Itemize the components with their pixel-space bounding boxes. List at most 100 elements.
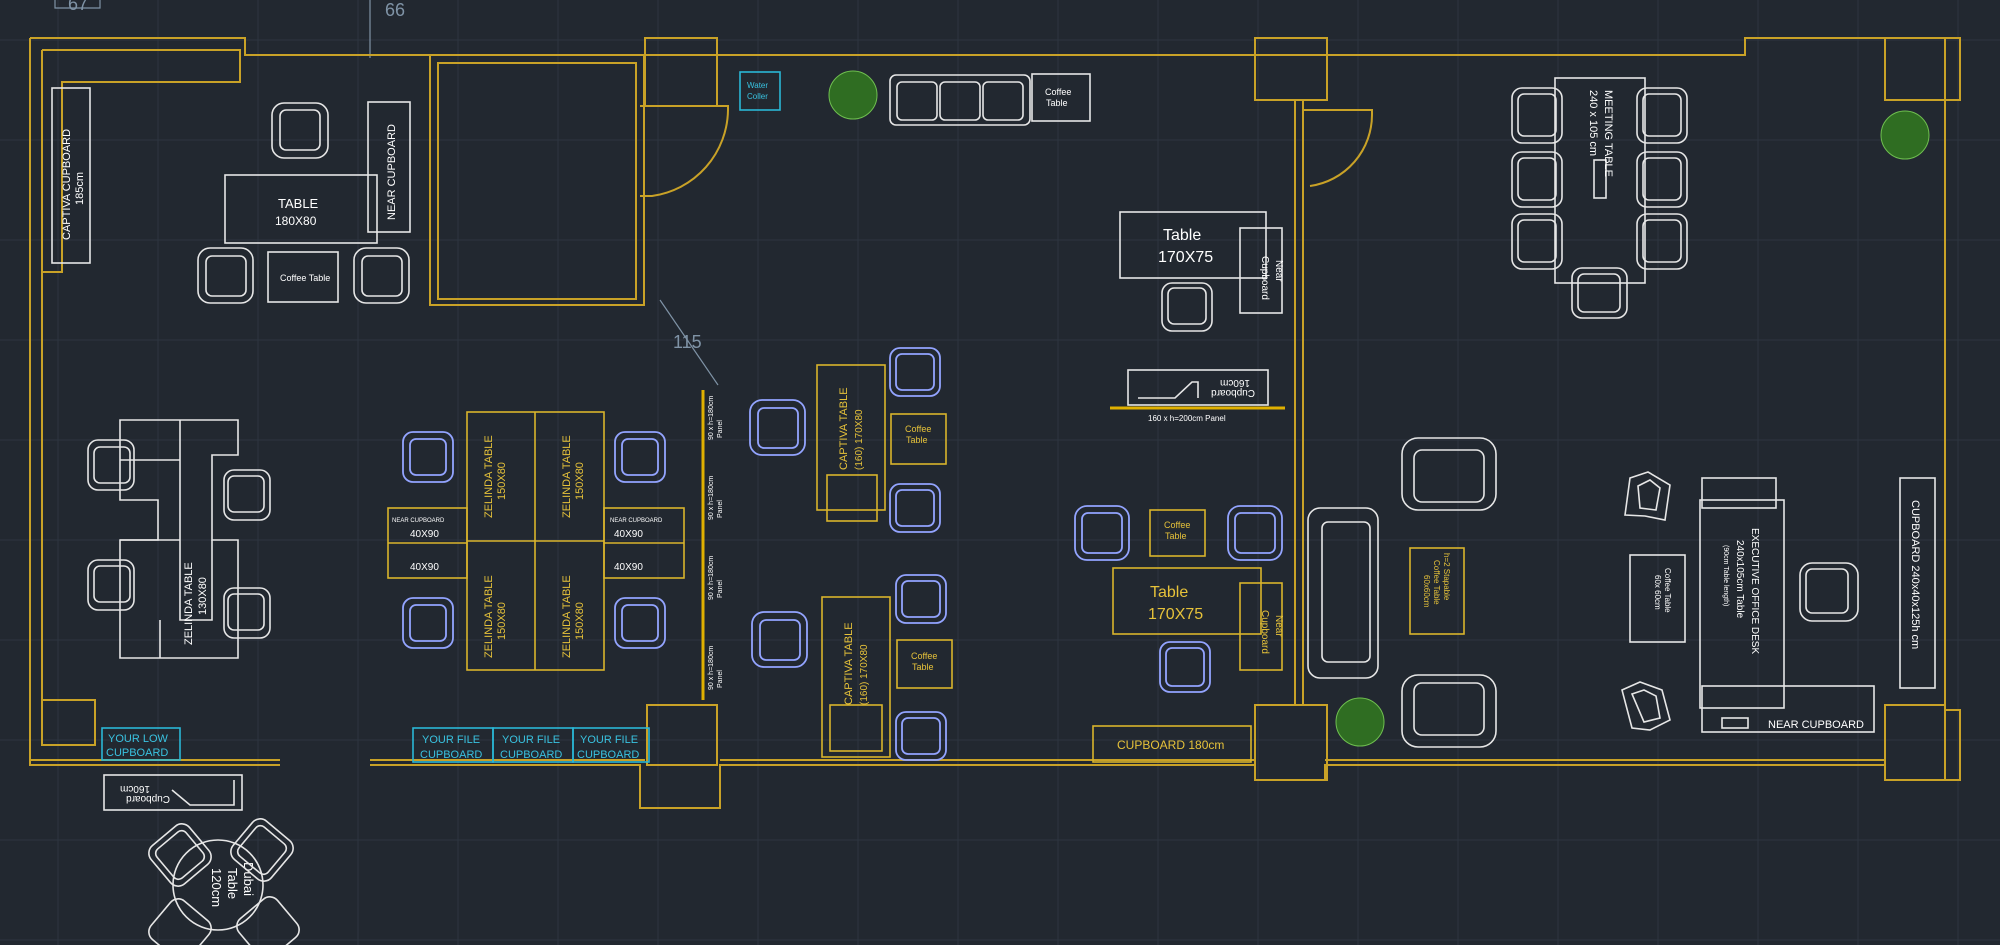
chair: [1636, 213, 1688, 270]
zelinda-table-label: ZELINDA TABLE: [183, 562, 195, 645]
exec-coffee-table: [1629, 554, 1686, 643]
chair: [1227, 505, 1283, 561]
office-table-size: 180X80: [275, 214, 317, 228]
coffee-label-1: Coffee: [905, 424, 931, 434]
captiva-area: CAPTIVA TABLE (160) 170X80 Coffee Table …: [749, 347, 953, 761]
chair: [1074, 505, 1130, 561]
zelinda-workstation: [119, 419, 239, 659]
exec-near-cupboard-label: NEAR CUPBOARD: [1768, 719, 1864, 731]
small-size: 40X90: [410, 562, 439, 573]
water-cooler: [739, 71, 781, 111]
cupboard-160-outside: [103, 774, 243, 811]
table-upper-label: Table: [1163, 227, 1201, 244]
meeting-label-1: MEETING TABLE: [1602, 90, 1614, 177]
near-label-2: Cupboard: [1259, 610, 1270, 654]
chair: [148, 823, 212, 887]
coffee-label-1: Coffee: [911, 651, 937, 661]
center-coffee-table: [1149, 509, 1206, 557]
dubai-label-1: Dubai: [241, 862, 256, 896]
coffee-table: [267, 251, 339, 303]
chair: [1636, 151, 1688, 208]
exec-desk-3: (90cm Table length): [1722, 545, 1729, 606]
left-office: CAPTIVA CUPBOARD 185cm NEAR CUPBOARD TAB…: [51, 87, 411, 761]
walls: [29, 37, 1961, 809]
captiva-cupboard: [51, 87, 91, 264]
table-upper: [1119, 211, 1267, 279]
captiva-table-top: [816, 364, 886, 511]
water-cooler-label-2: Coller: [747, 92, 768, 101]
panel-label-2: Panel: [717, 580, 724, 598]
outside-cupboard-2: 160cm: [120, 783, 150, 794]
small-size: 40X90: [614, 562, 643, 573]
lobby-coffee-table: [1031, 73, 1091, 122]
chair: [271, 102, 329, 159]
table-lower-size: 170X75: [1148, 606, 1203, 623]
captiva-size: (160) 170X80: [854, 409, 865, 470]
file-cupboard-label-1: YOUR FILE: [580, 734, 638, 746]
zelinda-label: ZELINDA TABLE: [483, 435, 495, 518]
chair: [87, 559, 135, 611]
lobby-coffee-label-1: Coffee: [1045, 87, 1071, 97]
coffee-label-2: Table: [912, 662, 934, 672]
captiva-cupboard-size: 185cm: [74, 172, 86, 205]
meeting-table: [1554, 77, 1646, 284]
cupboard-160: [1127, 369, 1269, 406]
accent-chair: [1624, 471, 1671, 521]
file-cupboard-label-2: CUPBOARD: [500, 749, 562, 761]
sofa: [889, 74, 1031, 126]
coffee-table: [890, 413, 947, 465]
plant: [828, 70, 878, 120]
chair: [402, 597, 454, 649]
exec-desk-1: EXECUTIVE OFFICE DESK: [1749, 528, 1760, 654]
outer-wall: [29, 37, 1961, 809]
panel-200-label: 160 x h=200cm Panel: [1148, 414, 1226, 423]
low-cupboard: [101, 727, 181, 761]
exec-desk-2: 240x105cm Table: [1734, 540, 1745, 619]
chair: [223, 587, 271, 639]
zelinda-size: 150X80: [574, 462, 586, 500]
lobby: Water Coller Coffee Table: [739, 70, 1091, 126]
near-cupboard-label: NEAR CUPBOARD: [386, 124, 398, 220]
chair: [1511, 87, 1563, 144]
chair: [1799, 562, 1859, 622]
chair: [895, 574, 947, 624]
sofa: [1307, 507, 1379, 679]
stackable-3: 60x60cm: [1422, 575, 1431, 608]
chair: [1159, 641, 1211, 693]
cupboard-240: [1899, 477, 1936, 689]
small-size: 40X90: [614, 529, 643, 540]
chair: [1571, 267, 1628, 319]
chair: [230, 818, 294, 882]
table-upper-size: 170X75: [1158, 249, 1213, 266]
near-cupboard-upper: [1239, 227, 1283, 314]
chair: [148, 898, 212, 945]
chair: [197, 247, 254, 304]
near-label-1: Near: [1273, 260, 1284, 282]
captiva-cupboard-label: CAPTIVA CUPBOARD: [61, 129, 73, 240]
low-cupboard-label-2: CUPBOARD: [106, 747, 168, 759]
column: [1884, 37, 1946, 101]
dimension-67: 67: [68, 0, 88, 14]
near-cupboard: [367, 101, 411, 233]
chair: [402, 431, 454, 483]
executive-office: h=2 Stapable Coffee Table 60x60cm Coffee…: [1307, 437, 1936, 748]
chair: [353, 247, 410, 304]
zelinda-label: ZELINDA TABLE: [561, 575, 573, 658]
column: [1254, 37, 1328, 101]
column: [1884, 704, 1946, 781]
cupboard-160-label-2: 160cm: [1220, 377, 1250, 388]
meeting-label-2: 240 x 105 cm: [1587, 90, 1599, 156]
dimension-66: 66: [385, 0, 405, 20]
near-label-2: Cupboard: [1259, 256, 1270, 300]
exec-coffee-1: Coffee Table: [1663, 568, 1672, 613]
dubai-label-3: 120cm: [209, 868, 224, 907]
panel-label-1: 90 x h=180cm: [708, 556, 715, 600]
dimension-marks: 67 66 115: [54, 0, 719, 386]
zelinda-label: ZELINDA TABLE: [483, 575, 495, 658]
office-table: [224, 174, 378, 244]
chair: [889, 483, 941, 533]
meeting-room: MEETING TABLE 240 x 105 cm: [1511, 77, 1930, 319]
dubai-label-2: Table: [225, 868, 240, 899]
panel-label-1: 90 x h=180cm: [708, 476, 715, 520]
